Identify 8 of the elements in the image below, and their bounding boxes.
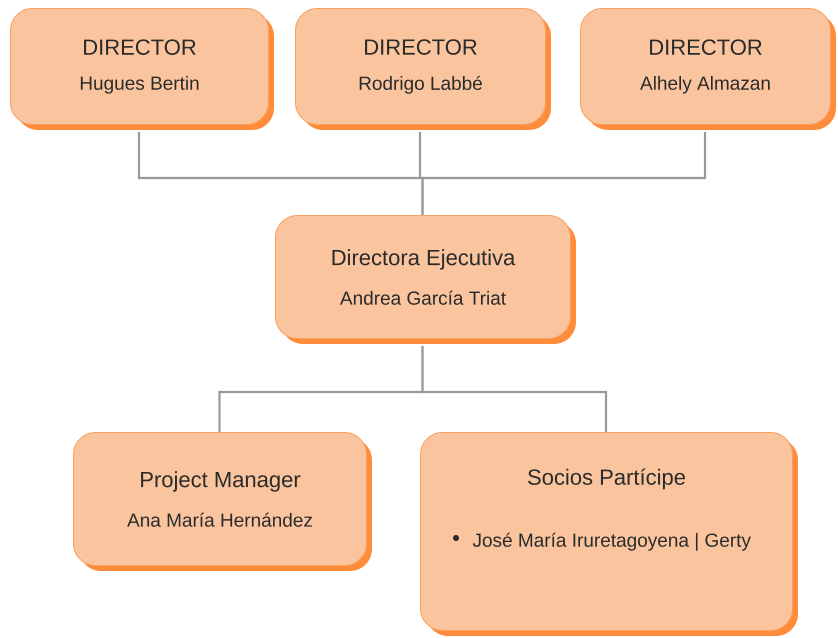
connector-line — [421, 132, 706, 215]
org-box: Directora Ejecutiva Andrea García Triat — [275, 215, 576, 344]
connector-line — [421, 346, 608, 432]
org-box: DIRECTOR Hugues Bertin — [10, 8, 274, 130]
org-box: Project Manager Ana María Hernández — [73, 432, 372, 571]
org-box: Socios Partícipe José María Iruretagoyena | Gerty — [420, 432, 798, 636]
org-box: DIRECTOR Alhely Almazan — [580, 8, 836, 130]
org-box: DIRECTOR Rodrigo Labbé — [295, 8, 551, 130]
